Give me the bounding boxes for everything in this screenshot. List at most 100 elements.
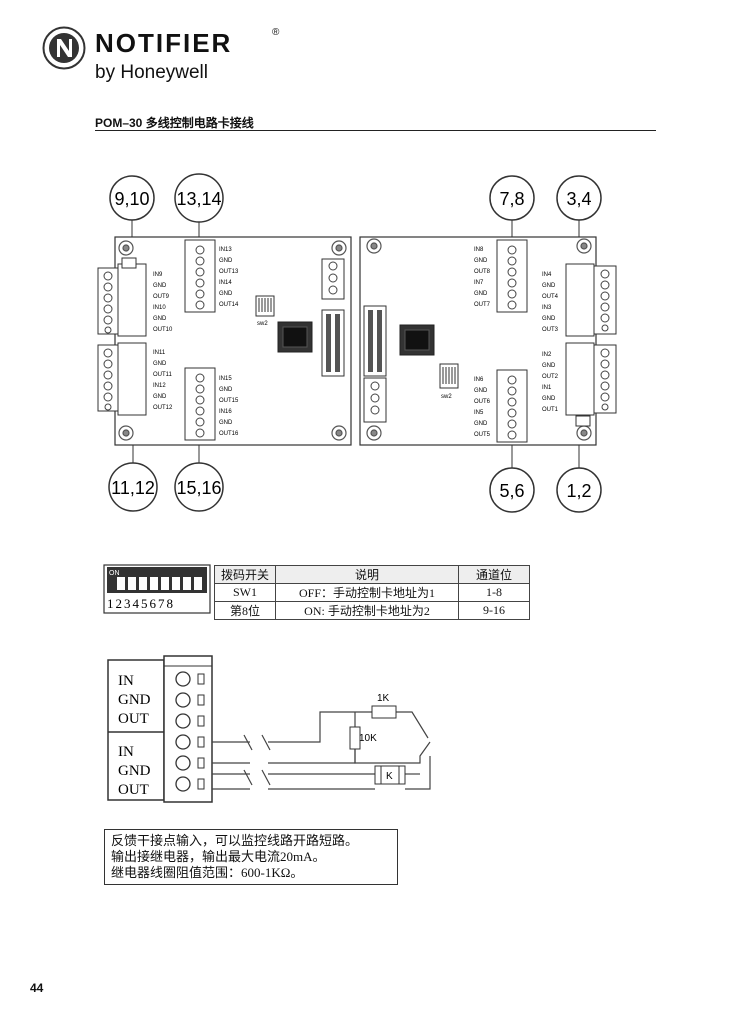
svg-text:GND: GND (153, 316, 167, 322)
svg-text:OUT: OUT (118, 711, 149, 727)
title-divider (95, 130, 656, 131)
svg-text:OUT15: OUT15 (219, 398, 239, 404)
table-cell: 9-16 (458, 601, 531, 620)
resistor-1k (371, 705, 397, 719)
svg-text:GND: GND (153, 361, 167, 367)
right-bottom-labels: IN6 GND OUT6 IN5 GND OUT5 (474, 377, 491, 438)
callout-right-top-b: 3,4 (556, 175, 602, 221)
mounting-holes (118, 240, 347, 441)
callout-left-top-a: 9,10 (109, 175, 155, 221)
svg-text:IN10: IN10 (153, 305, 166, 311)
svg-text:OUT10: OUT10 (153, 327, 173, 333)
svg-text:GND: GND (219, 291, 233, 297)
right-circuit-board: sw2 IN8 GND OUT8 IN7 GND OUT7 IN6 GND OU… (359, 236, 617, 446)
callout-left-top-b: 13,14 (174, 173, 224, 223)
svg-text:OUT14: OUT14 (219, 302, 239, 308)
page-number: 44 (30, 981, 44, 995)
right-top-labels: IN8 GND OUT8 IN7 GND OUT7 (474, 247, 491, 308)
relay-label: K (386, 771, 393, 782)
svg-text:GND: GND (219, 387, 233, 393)
svg-text:GND: GND (219, 258, 233, 264)
svg-text:OUT13: OUT13 (219, 269, 239, 275)
svg-text:IN4: IN4 (542, 272, 552, 278)
svg-text:IN3: IN3 (542, 305, 552, 311)
callout-label: 13,14 (176, 189, 221, 209)
svg-text:OUT1: OUT1 (542, 407, 559, 413)
callout-left-bottom-b: 15,16 (174, 462, 224, 512)
dip-switch-icon: ON 12345678 (103, 564, 211, 614)
svg-text:OUT7: OUT7 (474, 302, 491, 308)
svg-text:IN6: IN6 (474, 377, 484, 383)
right-side-labels-top: IN4 GND OUT4 IN3 GND OUT3 (542, 272, 559, 333)
table-cell: SW1 (213, 583, 277, 602)
left-top-labels: IN13 GND OUT13 IN14 GND OUT14 (219, 247, 239, 308)
resistor-10k (349, 726, 361, 750)
brand-subtitle: by Honeywell (95, 62, 208, 83)
svg-text:IN16: IN16 (219, 409, 232, 415)
mounting-holes (366, 238, 592, 441)
svg-text:IN9: IN9 (153, 272, 163, 278)
switch-label: sw2 (257, 321, 268, 327)
note-line: 反馈干接点输入，可以监控线路开路短路。 (111, 833, 359, 848)
svg-text:GND: GND (542, 396, 556, 402)
table-cell: ON: 手动控制卡地址为2 (275, 601, 460, 620)
wires (212, 711, 431, 790)
table-header-cell: 通道位 (458, 565, 531, 584)
svg-text:OUT: OUT (118, 782, 149, 798)
wiring-notes: 反馈干接点输入，可以监控线路开路短路。 输出接继电器，输出最大电流20mA。 继… (104, 829, 398, 885)
boards-diagram: 9,10 13,14 11,12 15,16 7,8 3,4 5,6 1,2 (97, 173, 617, 513)
switch-label: sw2 (441, 394, 452, 400)
resistor-10k-label: 10K (359, 733, 377, 744)
svg-text:GND: GND (474, 258, 488, 264)
wiring-diagram: IN GND OUT IN GND OUT 1K 10K K (107, 655, 431, 803)
resistor-1k-label: 1K (377, 693, 390, 704)
svg-text:IN8: IN8 (474, 247, 484, 253)
svg-text:OUT3: OUT3 (542, 327, 559, 333)
svg-text:IN: IN (118, 673, 134, 689)
callout-label: 7,8 (499, 189, 524, 209)
callout-label: 3,4 (566, 189, 591, 209)
svg-text:IN5: IN5 (474, 410, 484, 416)
table-cell: 第8位 (213, 601, 277, 620)
table-header-row: 拨码开关 说明 通道位 (213, 565, 531, 584)
svg-text:OUT12: OUT12 (153, 405, 173, 411)
page-title: POM–30 多线控制电路卡接线 (95, 116, 254, 130)
callout-label: 11,12 (111, 478, 155, 498)
notifier-logo-icon (42, 26, 86, 70)
svg-text:GND: GND (118, 763, 151, 779)
svg-text:OUT5: OUT5 (474, 432, 491, 438)
dip-setting-table: 拨码开关 说明 通道位 SW1 OFF：手动控制卡地址为1 1-8 第8位 ON… (213, 565, 531, 620)
note-line: 输出接继电器，输出最大电流20mA。 (111, 849, 326, 864)
svg-text:IN14: IN14 (219, 280, 232, 286)
svg-text:IN12: IN12 (153, 383, 166, 389)
svg-text:OUT4: OUT4 (542, 294, 559, 300)
callout-left-bottom-a: 11,12 (108, 462, 158, 512)
brand-name: NOTIFIER (95, 28, 233, 58)
svg-text:IN13: IN13 (219, 247, 232, 253)
svg-text:OUT11: OUT11 (153, 372, 173, 378)
callout-right-bottom-b: 1,2 (556, 467, 602, 513)
svg-text:GND: GND (153, 283, 167, 289)
table-header-cell: 拨码开关 (213, 565, 277, 584)
svg-text:IN15: IN15 (219, 376, 232, 382)
callout-label: 9,10 (114, 189, 149, 209)
svg-text:IN: IN (118, 744, 134, 760)
svg-text:GND: GND (153, 394, 167, 400)
table-cell: OFF：手动控制卡地址为1 (275, 583, 460, 602)
svg-text:OUT9: OUT9 (153, 294, 170, 300)
registered-mark: ® (272, 27, 280, 38)
svg-text:GND: GND (542, 316, 556, 322)
svg-text:OUT16: OUT16 (219, 431, 239, 437)
svg-text:GND: GND (542, 283, 556, 289)
svg-text:OUT2: OUT2 (542, 374, 559, 380)
table-header-cell: 说明 (275, 565, 460, 584)
svg-text:IN2: IN2 (542, 352, 552, 358)
left-bottom-labels: IN15 GND OUT15 IN16 GND OUT16 (219, 376, 239, 437)
svg-text:IN7: IN7 (474, 280, 484, 286)
callout-label: 1,2 (566, 481, 591, 501)
callout-label: 15,16 (176, 478, 221, 498)
note-line: 继电器线圈阻值范围：600-1KΩ。 (111, 865, 304, 880)
wiring-labels: IN GND OUT IN GND OUT (118, 673, 151, 798)
screw-terminals (175, 671, 191, 792)
table-row: SW1 OFF：手动控制卡地址为1 1-8 (213, 583, 531, 602)
